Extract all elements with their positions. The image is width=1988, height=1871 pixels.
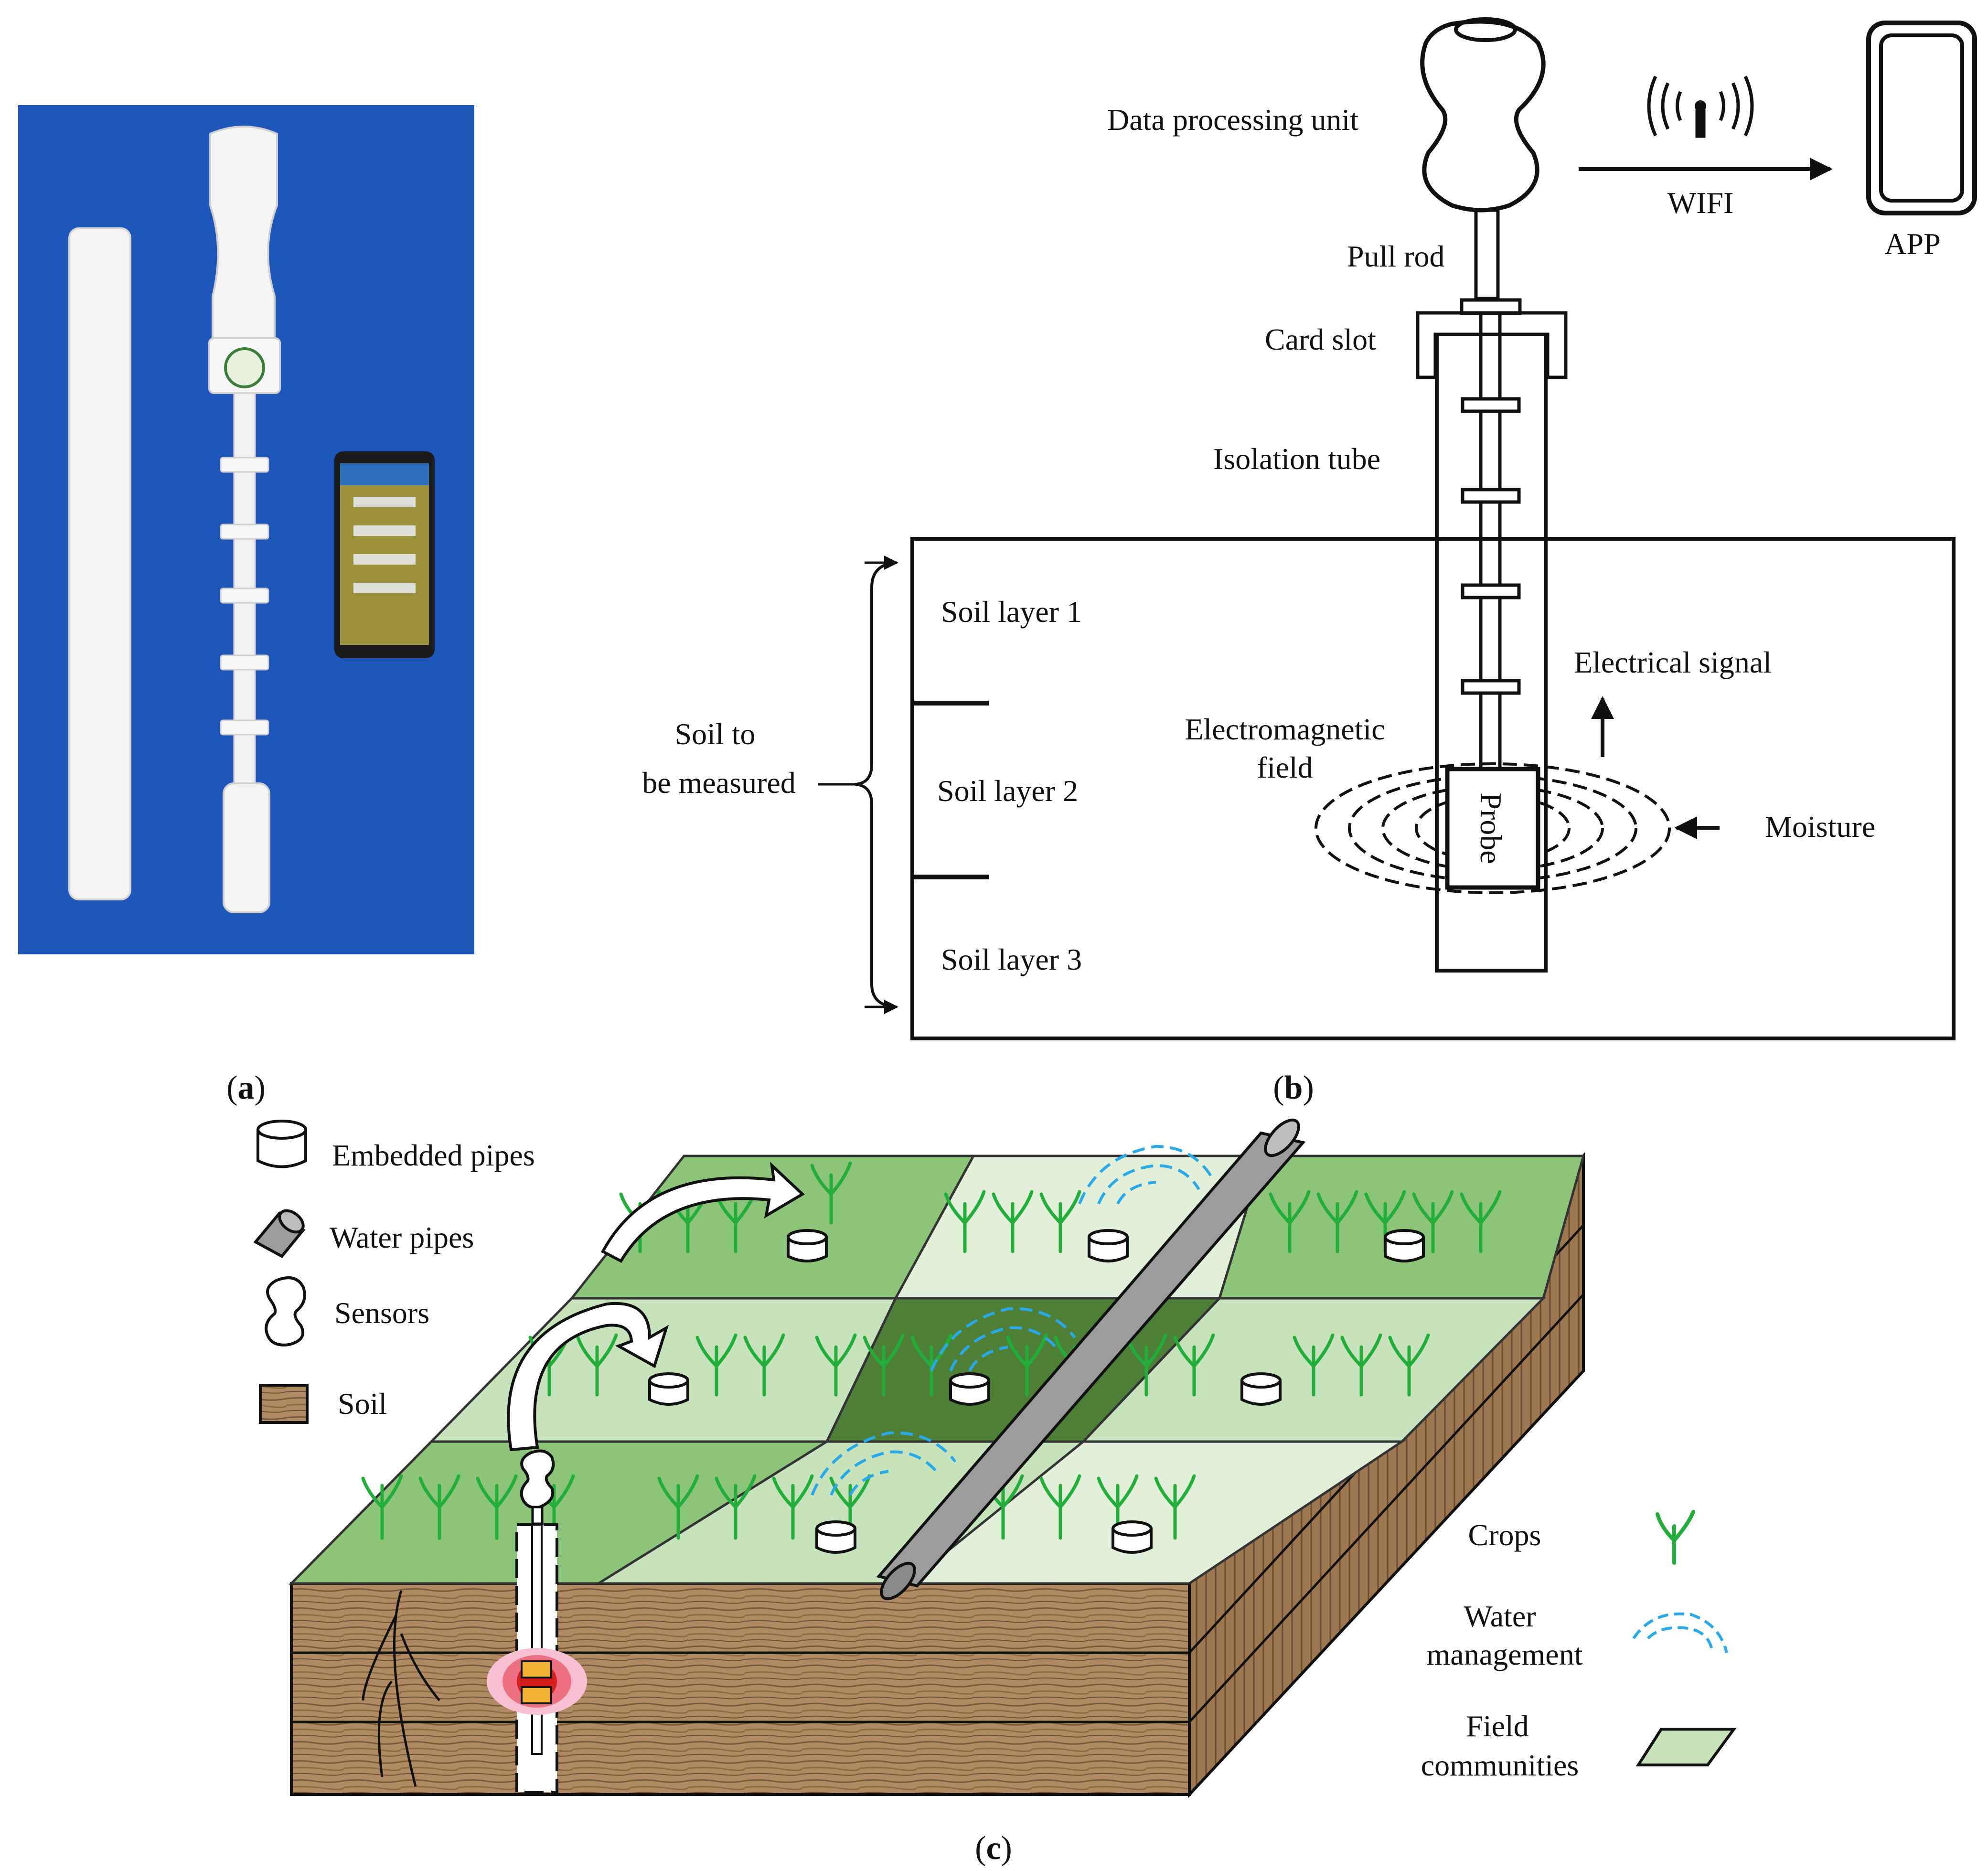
water-pipe bbox=[876, 1118, 1306, 1601]
water-spray bbox=[1078, 1144, 1215, 1205]
legend-field-communities-label-1: Field bbox=[1466, 1709, 1529, 1743]
app-phone-icon bbox=[1866, 21, 1977, 215]
soil-brace bbox=[855, 561, 896, 1008]
legend-embedded-pipes-label: Embedded pipes bbox=[332, 1138, 535, 1172]
app-label: APP bbox=[1884, 227, 1940, 261]
be-measured-label: be measured bbox=[642, 766, 796, 800]
wifi-icon bbox=[1647, 75, 1754, 138]
panel-c: Embedded pipes Water pipes Sensors Soil … bbox=[253, 1118, 1737, 1798]
legend-water-icon bbox=[1632, 1612, 1728, 1653]
electromagnetic-label: Electromagnetic bbox=[1185, 712, 1385, 746]
isolation-tube-photo bbox=[68, 227, 131, 900]
rod-rings-photo bbox=[220, 457, 269, 736]
pull-rod bbox=[1474, 208, 1500, 300]
legend-soil: Soil bbox=[259, 1384, 387, 1424]
soil-layer-1-label: Soil layer 1 bbox=[941, 595, 1082, 629]
soil-to-label: Soil to bbox=[675, 717, 756, 751]
rod-rings bbox=[1461, 397, 1521, 695]
field-grid bbox=[289, 1155, 1585, 1585]
legend-water-pipes: Water pipes bbox=[253, 1209, 474, 1258]
card-slot bbox=[1416, 311, 1568, 379]
legend-right: Crops Water management Field communities bbox=[1421, 1510, 1737, 1782]
water-spray bbox=[811, 1431, 957, 1496]
embedded-pipe bbox=[1088, 1229, 1129, 1262]
isolation-tube-label: Isolation tube bbox=[1213, 442, 1380, 476]
moisture-label: Moisture bbox=[1765, 810, 1875, 844]
curved-arrows bbox=[507, 1162, 805, 1452]
embedded-pipes bbox=[648, 1229, 1425, 1554]
isolation-tube bbox=[1435, 334, 1548, 973]
water-sprays bbox=[811, 1144, 1215, 1496]
field-label: field bbox=[1257, 750, 1313, 784]
legend-crop-icon bbox=[1656, 1510, 1695, 1565]
legend-field-icon bbox=[1635, 1728, 1737, 1766]
legend-sensors-label: Sensors bbox=[334, 1296, 429, 1330]
embedded-pipe bbox=[648, 1372, 689, 1406]
soil-layer-2-label: Soil layer 2 bbox=[937, 774, 1078, 808]
card-slot-label: Card slot bbox=[1265, 322, 1376, 356]
embedded-pipe bbox=[1112, 1520, 1153, 1554]
field-cell bbox=[428, 1297, 898, 1443]
probe-photo bbox=[223, 782, 270, 913]
legend-water-management-label-1: Water bbox=[1464, 1599, 1536, 1633]
embedded-pipe bbox=[949, 1372, 990, 1406]
panel-b: Soil layer 1 Soil layer 2 Soil layer 3 S… bbox=[642, 17, 1977, 1040]
crop-row bbox=[528, 1333, 1430, 1397]
legend-embedded-pipes: Embedded pipes bbox=[257, 1120, 535, 1172]
inner-rod bbox=[1479, 311, 1502, 771]
caption-b: (b) bbox=[1273, 1069, 1314, 1106]
legend-crops-label: Crops bbox=[1468, 1518, 1541, 1552]
legend-sensors: Sensors bbox=[265, 1276, 429, 1347]
device-logo-photo bbox=[224, 347, 265, 388]
embedded-pipe bbox=[1240, 1372, 1282, 1406]
caption-c: (c) bbox=[975, 1830, 1012, 1867]
embedded-pipe bbox=[787, 1229, 828, 1262]
panel-a bbox=[18, 105, 474, 954]
legend-top: Embedded pipes Water pipes Sensors Soil bbox=[253, 1120, 535, 1424]
soil-front-face bbox=[290, 1582, 1191, 1796]
field-cell bbox=[904, 1440, 1406, 1585]
legend-field-communities-label-2: communities bbox=[1421, 1748, 1579, 1782]
wifi-label: WIFI bbox=[1667, 186, 1734, 220]
soil-box bbox=[910, 537, 1956, 1040]
roots bbox=[362, 1590, 440, 1787]
data-processing-unit-shape bbox=[1420, 19, 1546, 213]
field-sensor bbox=[487, 1449, 587, 1794]
dpu-top-ellipse bbox=[1454, 17, 1517, 42]
legend-water-pipes-label: Water pipes bbox=[330, 1220, 474, 1254]
probe-label-front: Probe bbox=[1474, 792, 1508, 864]
embedded-pipe bbox=[815, 1520, 856, 1554]
water-spray bbox=[930, 1307, 1076, 1372]
pull-rod-label: Pull rod bbox=[1347, 239, 1444, 273]
soil-layer-3-label: Soil layer 3 bbox=[941, 942, 1082, 976]
legend-soil-label: Soil bbox=[338, 1387, 387, 1421]
curved-arrow-top bbox=[600, 1162, 805, 1263]
curved-arrow-mid bbox=[507, 1302, 669, 1452]
device-head-photo bbox=[209, 126, 278, 345]
legend-water-management-label-2: management bbox=[1427, 1637, 1583, 1671]
data-processing-unit-label: Data processing unit bbox=[1107, 103, 1358, 137]
caption-a: (a) bbox=[226, 1069, 266, 1106]
embedded-pipe bbox=[1384, 1229, 1425, 1262]
electrical-signal-label: Electrical signal bbox=[1574, 645, 1772, 679]
